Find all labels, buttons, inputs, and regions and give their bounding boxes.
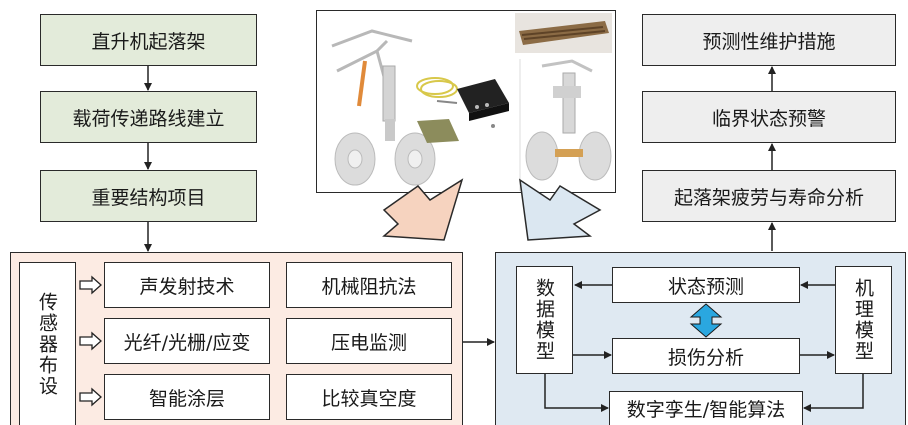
method-piezoelectric-monitoring: 压电监测 xyxy=(286,318,452,364)
flow-box-load-path: 载荷传递路线建立 xyxy=(40,91,257,143)
data-model-label: 数据模型 xyxy=(533,278,555,362)
state-prediction-box: 状态预测 xyxy=(612,267,800,303)
technique-acoustic-emission: 声发射技术 xyxy=(104,262,270,308)
flow-box-structural-items: 重要结构项目 xyxy=(40,170,257,222)
mechanism-model-box: 机理模型 xyxy=(835,266,892,374)
digital-twin-box: 数字孪生/智能算法 xyxy=(609,391,803,425)
landing-gear-illustration xyxy=(316,10,616,193)
flow-box-critical-warning: 临界状态预警 xyxy=(642,91,896,143)
sensor-layout-label: 传感器布设 xyxy=(36,291,58,397)
flow-box-landing-gear: 直升机起落架 xyxy=(40,14,257,66)
mechanism-model-label: 机理模型 xyxy=(852,278,874,362)
technique-fiber-grating-strain: 光纤/光栅/应变 xyxy=(104,318,270,364)
sensor-layout-box: 传感器布设 xyxy=(19,262,76,425)
technique-smart-coating: 智能涂层 xyxy=(104,374,270,420)
flow-box-predictive-maintenance: 预测性维护措施 xyxy=(642,14,896,66)
method-comparative-vacuum: 比较真空度 xyxy=(286,374,452,420)
damage-analysis-box: 损伤分析 xyxy=(612,338,800,374)
landing-gear-image xyxy=(331,13,612,191)
data-model-box: 数据模型 xyxy=(516,266,573,374)
method-mechanical-impedance: 机械阻抗法 xyxy=(286,262,452,308)
flow-box-fatigue-life: 起落架疲劳与寿命分析 xyxy=(642,170,896,222)
